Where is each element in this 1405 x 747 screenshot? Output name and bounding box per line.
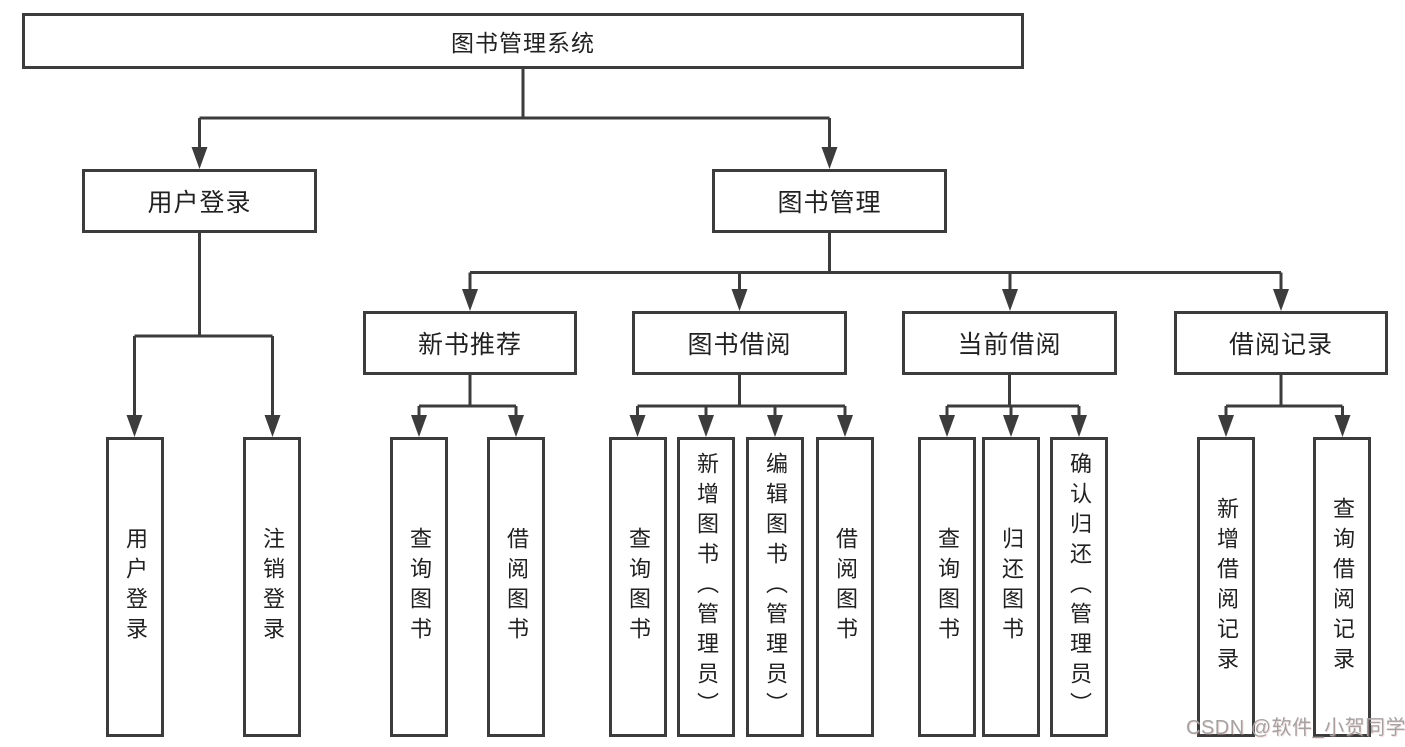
node-user-login: 用户登录 [82, 169, 317, 233]
node-return-books: 归还图书 [982, 437, 1040, 737]
node-add-borrow-record: 新增借阅记录 [1197, 437, 1255, 737]
node-label: 用户登录 [147, 189, 252, 217]
node-query-books-2: 查询图书 [609, 437, 667, 737]
node-book-borrowing: 图书借阅 [632, 311, 847, 375]
node-label: 新增借阅记录 [1214, 497, 1239, 677]
node-root-system: 图书管理系统 [22, 13, 1024, 69]
node-add-books-admin: 新增图书（管理员） [677, 437, 735, 737]
node-label: 借阅图书 [833, 527, 858, 647]
node-user-login-leaf: 用户登录 [106, 437, 164, 737]
node-label: 归还图书 [999, 527, 1024, 647]
node-query-books-1: 查询图书 [390, 437, 448, 737]
node-book-management: 图书管理 [712, 169, 947, 233]
node-label: 当前借阅 [957, 331, 1062, 359]
node-label: 编辑图书（管理员） [763, 452, 788, 722]
node-label: 新增图书（管理员） [694, 452, 719, 722]
node-query-books-3: 查询图书 [918, 437, 976, 737]
node-label: 确认归还（管理员） [1067, 452, 1092, 722]
node-borrow-books-2: 借阅图书 [816, 437, 874, 737]
node-borrow-books-1: 借阅图书 [487, 437, 545, 737]
node-label: 图书借阅 [687, 331, 792, 359]
node-label: 图书管理系统 [451, 30, 595, 56]
node-label: 用户登录 [123, 527, 148, 647]
node-borrowing-records: 借阅记录 [1174, 311, 1388, 375]
node-label: 注销登录 [260, 527, 285, 647]
node-new-book-recommendation: 新书推荐 [363, 311, 577, 375]
node-query-borrow-record: 查询借阅记录 [1313, 437, 1371, 737]
node-label: 图书管理 [777, 189, 882, 217]
node-logout: 注销登录 [243, 437, 301, 737]
node-label: 查询图书 [407, 527, 432, 647]
node-label: 查询图书 [935, 527, 960, 647]
node-label: 借阅记录 [1228, 331, 1333, 359]
node-edit-books-admin: 编辑图书（管理员） [746, 437, 804, 737]
node-current-borrowing: 当前借阅 [902, 311, 1117, 375]
node-confirm-return-admin: 确认归还（管理员） [1050, 437, 1108, 737]
node-label: 查询图书 [626, 527, 651, 647]
node-label: 新书推荐 [417, 331, 522, 359]
csdn-watermark: CSDN @软件_小贺同学 [1186, 717, 1405, 739]
node-label: 借阅图书 [504, 527, 529, 647]
node-label: 查询借阅记录 [1330, 497, 1355, 677]
